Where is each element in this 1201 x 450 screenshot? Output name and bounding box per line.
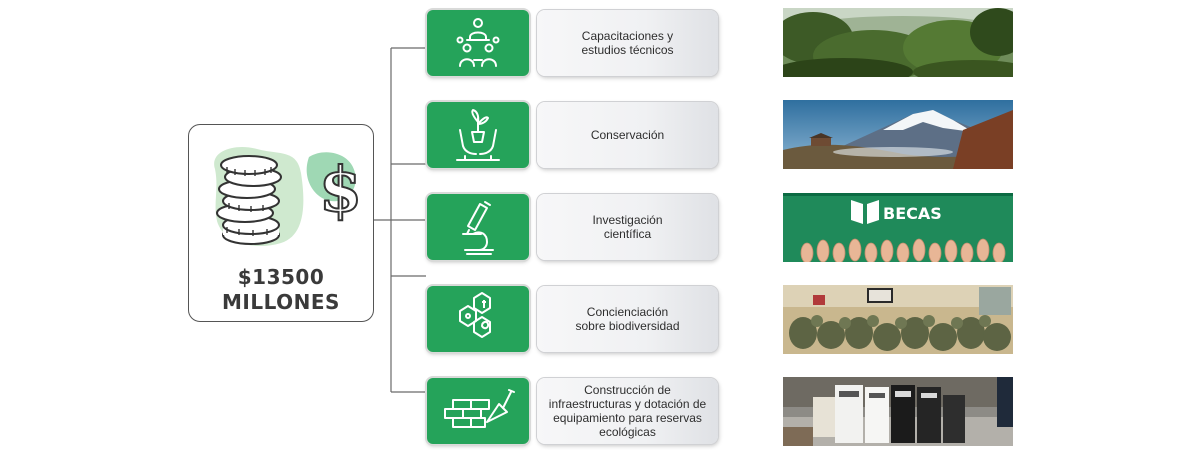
- item-label: Capacitaciones y estudios técnicos: [581, 29, 674, 57]
- icon-tile-capacitaciones: [427, 10, 529, 76]
- forest-canopy-photo: [783, 8, 1013, 77]
- item-label: Conservación: [590, 128, 665, 142]
- item-label: Investigación científica: [592, 213, 663, 241]
- microscope-icon: [462, 201, 494, 255]
- brick-trowel-icon: [444, 389, 515, 428]
- label-card-investigacion: Investigación científica: [537, 194, 718, 260]
- hands-with-plant-icon: [456, 109, 500, 161]
- icon-tile-conservacion: [427, 102, 529, 168]
- svg-text:$: $: [319, 153, 361, 226]
- snowcapped-volcano-photo: [783, 100, 1013, 169]
- coins-and-dollar-icon: $: [214, 147, 361, 247]
- total-amount: $13500 MILLONES: [189, 265, 373, 315]
- label-card-concienciacion: Concienciación sobre biodiversidad: [537, 286, 718, 352]
- equipment-boxes-photo: [783, 377, 1013, 446]
- item-label: Construcción de infraestructuras y dotac…: [548, 383, 707, 439]
- label-card-capacitaciones: Capacitaciones y estudios técnicos: [537, 10, 718, 76]
- becas-banner-photo: BECAS: [783, 193, 1013, 262]
- becas-banner-text: BECAS: [883, 204, 942, 223]
- icon-tile-construccion: [427, 378, 529, 444]
- people-network-icon: [456, 18, 500, 67]
- label-card-conservacion: Conservación: [537, 102, 718, 168]
- hexagon-nature-icon: [459, 292, 491, 338]
- label-card-construccion: Construcción de infraestructuras y dotac…: [537, 378, 718, 444]
- item-label: Concienciación sobre biodiversidad: [575, 305, 680, 333]
- icon-tile-concienciacion: [427, 286, 529, 352]
- total-funding-card: $ $13500 MILLONES: [188, 124, 374, 322]
- total-amount-text: $13500 MILLONES: [222, 265, 340, 314]
- icon-tile-investigacion: [427, 194, 529, 260]
- classroom-audience-photo: [783, 285, 1013, 354]
